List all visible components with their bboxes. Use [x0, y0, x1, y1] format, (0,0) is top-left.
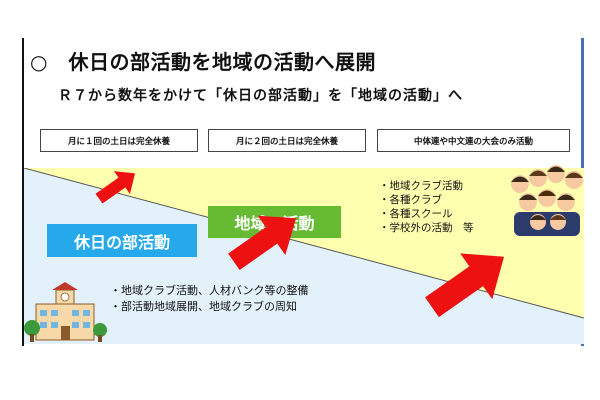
chiiki-bullet-list: ・地域クラブ活動 ・各種クラブ ・各種スクール ・学校外の活動 等 — [379, 179, 474, 235]
illustration-overlay — [24, 165, 583, 342]
school-building-icon — [24, 282, 107, 342]
up-right-arrow-icon — [425, 253, 505, 318]
stage-box-2: 月に２回の土日は完全休養 — [208, 129, 366, 152]
kyujitsu-label: 休日の部活動 — [47, 224, 197, 257]
students-crowd-icon — [511, 165, 583, 236]
chiiki-bullet: ・各種スクール — [379, 208, 453, 220]
slide-subtitle: Ｒ７から数年をかけて「休日の部活動」を「地域の活動」へ — [58, 88, 463, 104]
kyujitsu-bullet-list: ・地域クラブ活動、人材バンク等の整備 ・部活動地域展開、地域クラブの周知 — [110, 283, 309, 315]
slide-left-edge — [22, 38, 24, 346]
stage-box-3: 中体連や中文連の大会のみ活動 — [377, 129, 570, 152]
stage-box-1: 月に１回の土日は完全休養 — [40, 129, 198, 152]
chiiki-bullet: ・地域クラブ活動 — [379, 180, 463, 192]
slide-title: ○ 休日の部活動を地域の活動へ展開 — [30, 50, 376, 74]
chiiki-bullet: ・学校外の活動 等 — [379, 222, 474, 234]
kyujitsu-bullet: ・地域クラブ活動、人材バンク等の整備 — [110, 284, 309, 297]
up-right-arrow-icon — [228, 215, 297, 270]
chiiki-bullet: ・各種クラブ — [379, 194, 442, 206]
up-right-arrow-icon — [95, 171, 136, 204]
kyujitsu-bullet: ・部活動地域展開、地域クラブの周知 — [110, 300, 297, 313]
slide: ○ 休日の部活動を地域の活動へ展開 Ｒ７から数年をかけて「休日の部活動」を「地域… — [22, 38, 584, 346]
